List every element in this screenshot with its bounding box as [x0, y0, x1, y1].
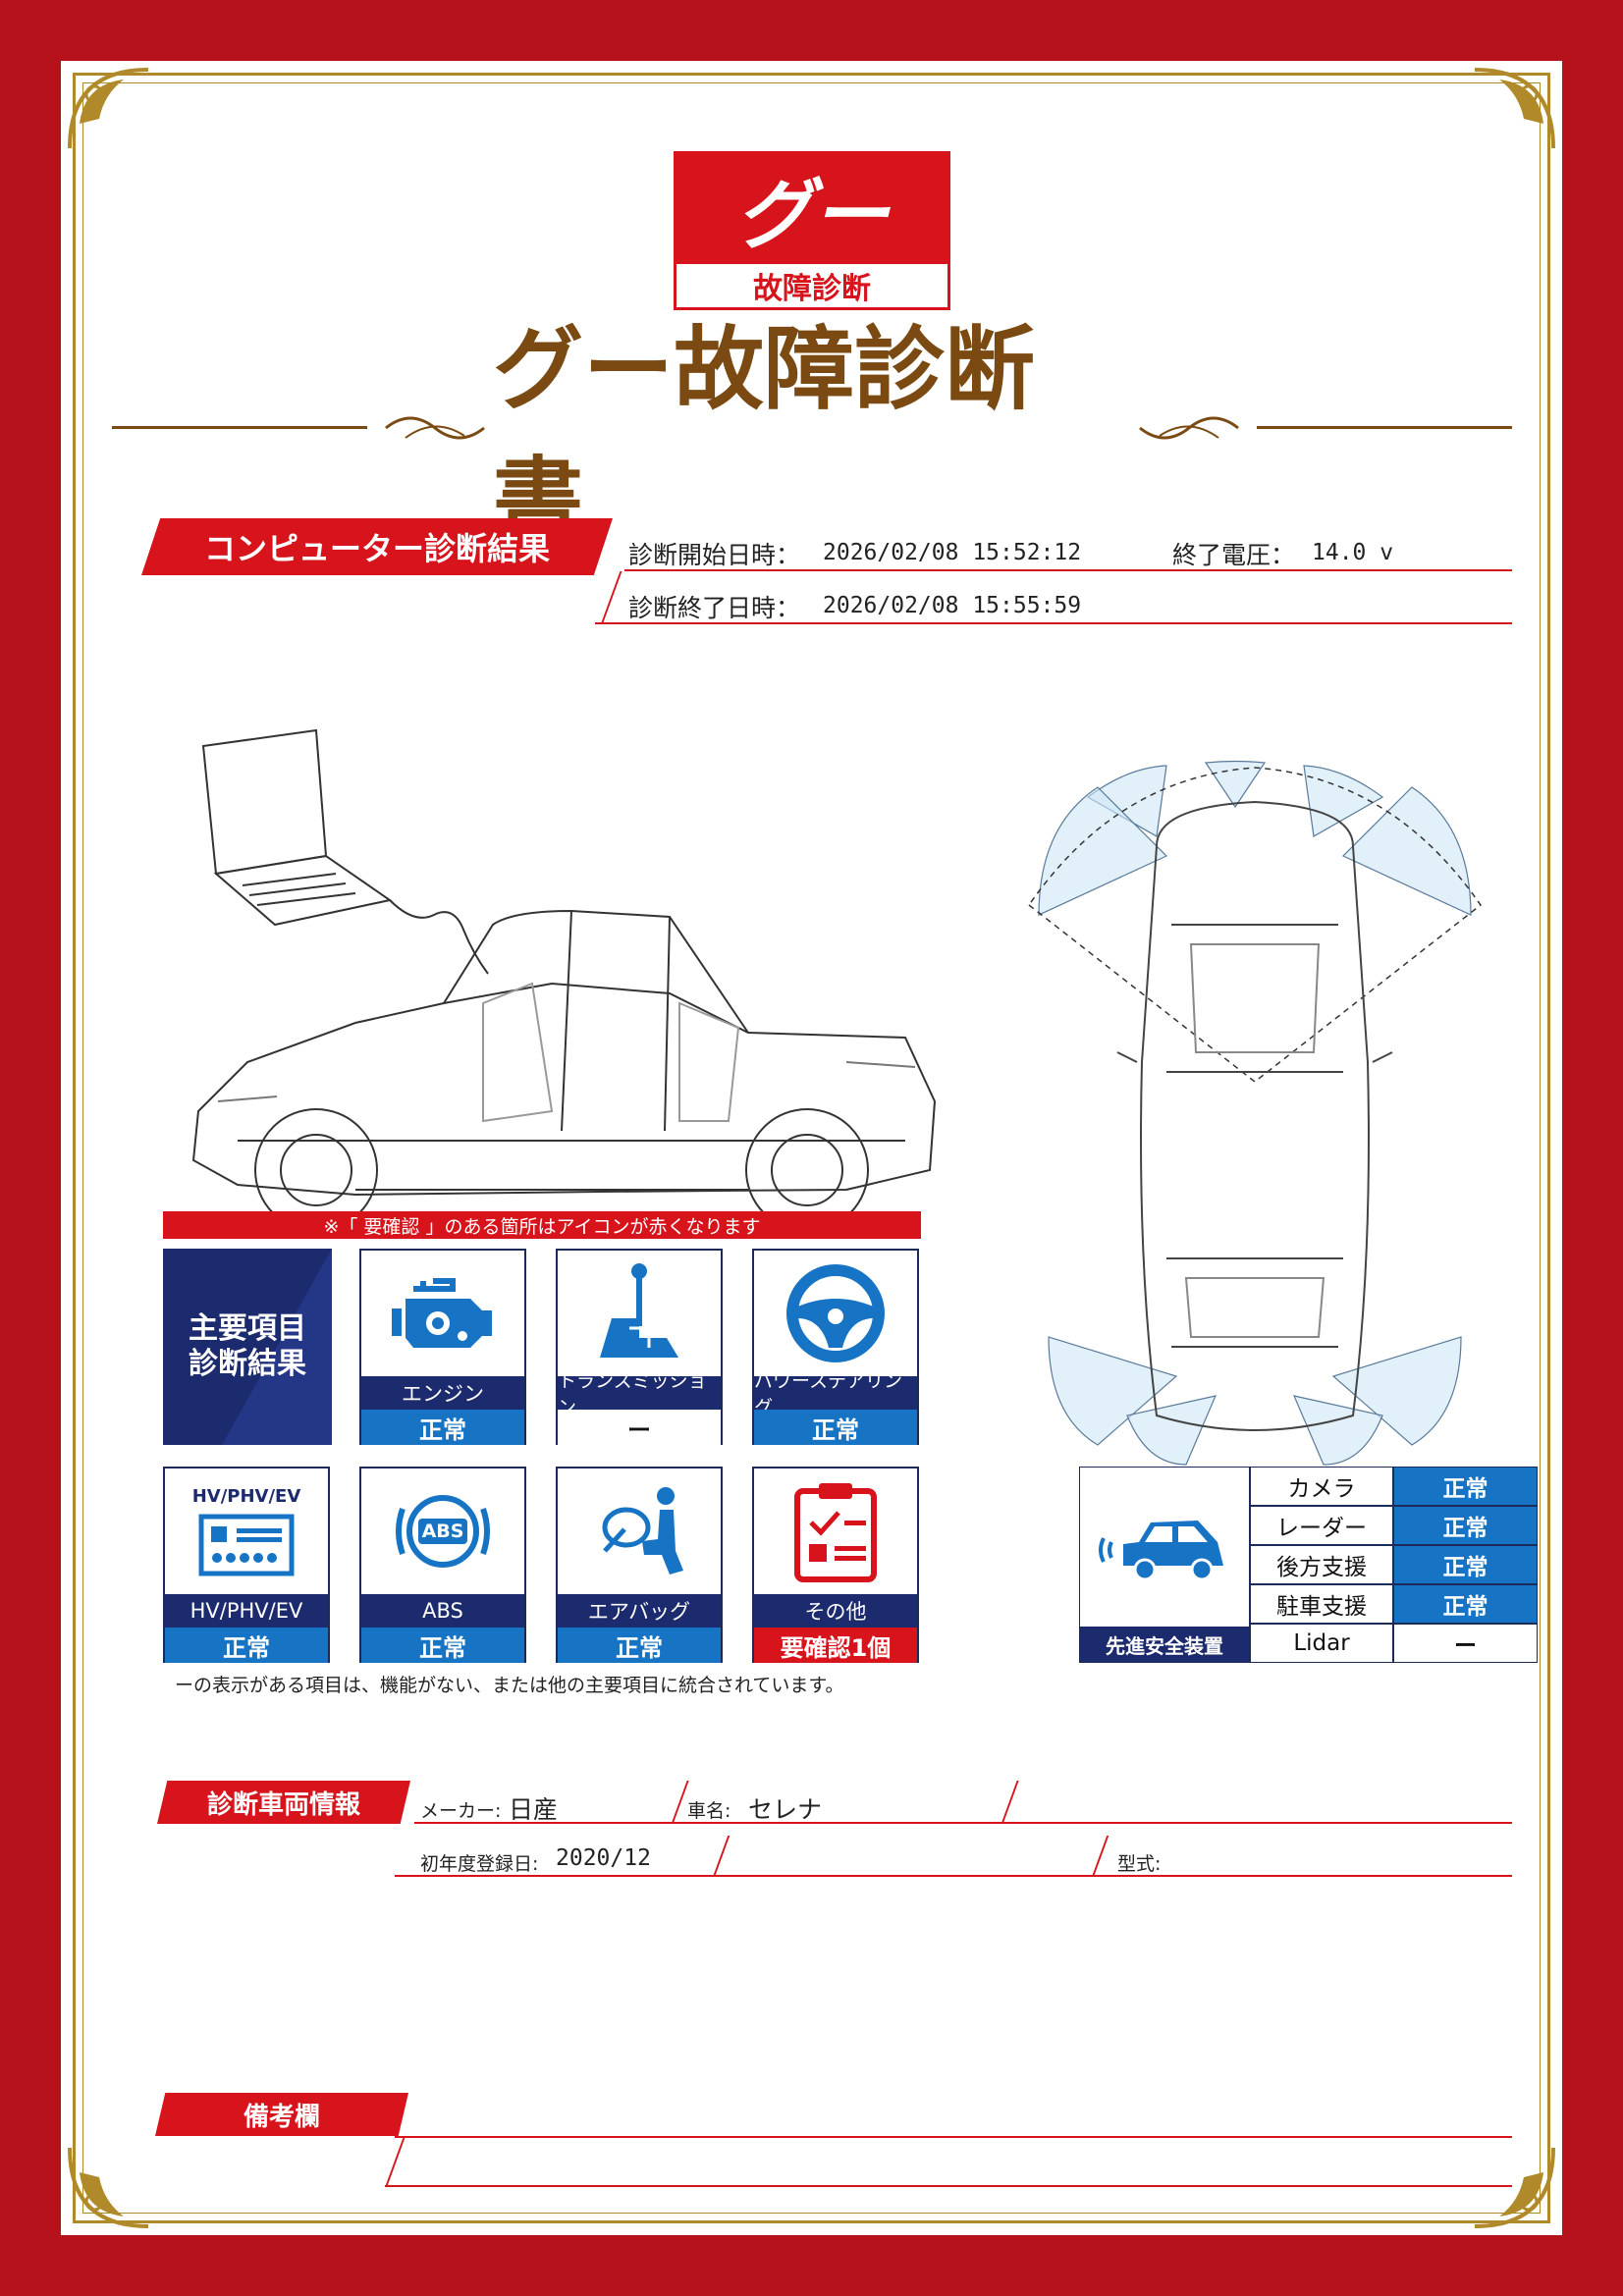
steering-wheel-icon: [786, 1264, 885, 1362]
tile-other-status: 要確認1個: [754, 1628, 917, 1663]
adas-row-status: 正常: [1393, 1467, 1538, 1506]
adas-row-status: 正常: [1393, 1584, 1538, 1624]
adas-row-rear-assist: 後方支援 正常: [1250, 1545, 1538, 1584]
report-page: グー 故障診断 グー故障診断書 コンピューター診断結果 診断開始日時： 2026…: [61, 61, 1562, 2235]
corner-ornament-icon: [68, 68, 149, 149]
main-items-header-tile: 主要項目 診断結果: [163, 1249, 332, 1445]
registration-label: 初年度登録日:: [420, 1853, 539, 1875]
adas-row-name: 駐車支援: [1250, 1584, 1393, 1624]
airbag-icon: [602, 1487, 683, 1575]
tile-transmission-status: ー: [558, 1410, 721, 1445]
notice-bar: ※「 要確認 」のある箇所はアイコンが赤くなります: [163, 1211, 921, 1239]
tile-transmission-name: トランスミッション: [558, 1370, 721, 1418]
title-line-right: [1257, 426, 1512, 429]
adas-panel: 先進安全装置: [1079, 1467, 1250, 1663]
remarks-line: [395, 2136, 1512, 2138]
car-top-view-illustration: [1027, 760, 1483, 1466]
maker-value: 日産: [509, 1795, 559, 1824]
end-time-label: 診断終了日時：: [628, 594, 801, 622]
flourish-left-icon: [385, 416, 485, 440]
adas-row-name: レーダー: [1250, 1506, 1393, 1545]
tile-airbag: エアバッグ 正常: [556, 1467, 723, 1663]
remarks-line: [385, 2185, 1512, 2187]
hv-icon-text: HV/PHV/EV: [191, 1485, 301, 1507]
adas-row-status: ー: [1393, 1624, 1538, 1663]
tile-power-steering: パワーステアリング 正常: [752, 1249, 919, 1445]
gold-frame-outer: [73, 73, 1550, 2223]
end-time-value: 2026/02/08 15:55:59: [823, 593, 1082, 618]
corner-ornament-icon: [1474, 2147, 1555, 2228]
tile-abs: ABS ABS 正常: [359, 1467, 526, 1663]
maker-label: メーカー:: [420, 1800, 502, 1822]
transmission-icon: [600, 1263, 678, 1358]
goo-logo-mark: グー: [676, 154, 947, 264]
corner-ornament-icon: [68, 2147, 149, 2228]
rule-line: [414, 1822, 1512, 1824]
start-time-value: 2026/02/08 15:52:12: [823, 540, 1082, 565]
tile-hv-name: HV/PHV/EV: [165, 1594, 328, 1628]
tile-hv-status: 正常: [165, 1628, 328, 1663]
adas-row-name: 後方支援: [1250, 1545, 1393, 1584]
engine-icon: [392, 1278, 492, 1348]
tile-airbag-name: エアバッグ: [558, 1594, 721, 1628]
gold-frame-inner: [82, 82, 1541, 2214]
tile-hv: HV/PHV/EV HV/PHV/EV 正常: [163, 1467, 330, 1663]
model-label: 型式:: [1117, 1853, 1162, 1875]
car-name-label: 車名:: [687, 1800, 731, 1822]
tile-abs-status: 正常: [361, 1628, 524, 1663]
rule-line: [624, 569, 1512, 571]
corner-ornament-icon: [1474, 68, 1555, 149]
main-items-header-text: 主要項目 診断結果: [189, 1311, 306, 1381]
end-voltage-value: 14.0 v: [1312, 540, 1394, 565]
tile-other-name: その他: [754, 1594, 917, 1628]
tile-airbag-status: 正常: [558, 1628, 721, 1663]
title-line-left: [112, 426, 367, 429]
rule-line: [595, 622, 1512, 624]
start-time-label: 診断開始日時：: [628, 541, 801, 569]
car-side-illustration: [191, 728, 937, 1232]
abs-icon: ABS: [391, 1479, 495, 1583]
adas-row-status: 正常: [1393, 1545, 1538, 1584]
adas-row-name: Lidar: [1250, 1624, 1393, 1663]
tile-transmission: トランスミッション ー: [556, 1249, 723, 1445]
registration-value: 2020/12: [556, 1845, 651, 1871]
battery-icon: [198, 1514, 295, 1575]
clipboard-icon: [794, 1483, 877, 1582]
tile-engine-status: 正常: [361, 1410, 524, 1445]
adas-row-status: 正常: [1393, 1506, 1538, 1545]
main-items-footnote: ーの表示がある項目は、機能がない、または他の主要項目に統合されています。: [175, 1675, 844, 1696]
adas-row-lidar: Lidar ー: [1250, 1624, 1538, 1663]
computer-diagnosis-tag: コンピューター診断結果: [141, 518, 613, 575]
adas-row-name: カメラ: [1250, 1467, 1393, 1506]
doc-title: グー故障診断書: [493, 317, 1036, 553]
abs-icon-text: ABS: [421, 1521, 464, 1542]
rule-line: [395, 1875, 1512, 1877]
tile-engine-name: エンジン: [361, 1376, 524, 1410]
car-name-value: セレナ: [748, 1795, 823, 1824]
adas-row-camera: カメラ 正常: [1250, 1467, 1538, 1506]
end-voltage-label: 終了電圧：: [1172, 541, 1296, 569]
vehicle-info-tag: 診断車両情報: [157, 1781, 410, 1824]
tile-other: その他 要確認1個: [752, 1467, 919, 1663]
tile-power-steering-name: パワーステアリング: [754, 1370, 917, 1418]
adas-row-radar: レーダー 正常: [1250, 1506, 1538, 1545]
goo-logo-subtitle: 故障診断: [753, 272, 871, 306]
tile-power-steering-status: 正常: [754, 1410, 917, 1445]
adas-label: 先進安全装置: [1080, 1627, 1249, 1662]
adas-row-parking-assist: 駐車支援 正常: [1250, 1584, 1538, 1624]
remarks-tag: 備考欄: [155, 2093, 408, 2136]
car-sensor-icon: [1099, 1521, 1223, 1581]
header-stripe-icon: [222, 1249, 332, 1445]
goo-logo: グー 故障診断: [674, 151, 950, 310]
tile-abs-name: ABS: [361, 1594, 524, 1628]
flourish-right-icon: [1139, 416, 1239, 440]
tile-engine: エンジン 正常: [359, 1249, 526, 1445]
